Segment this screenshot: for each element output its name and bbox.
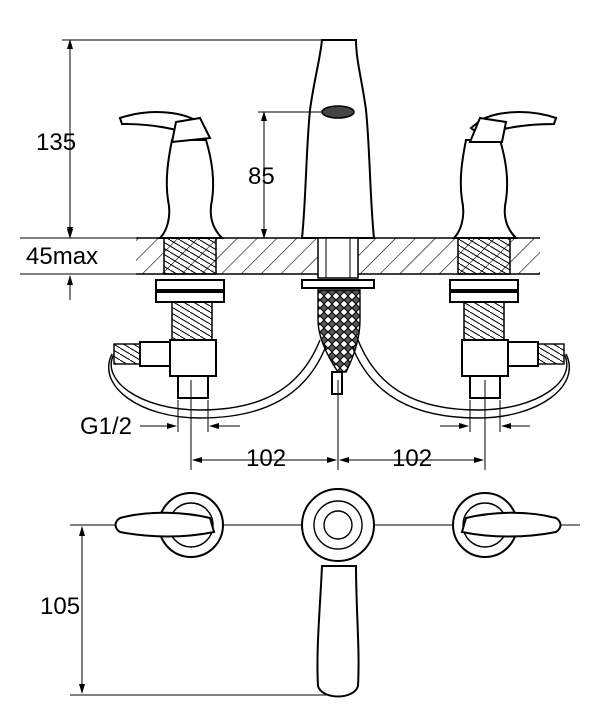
dim-deck-thickness: 45max	[20, 210, 136, 300]
right-valve-body	[449, 111, 565, 399]
spout	[300, 39, 376, 395]
centerlines	[190, 380, 486, 470]
left-valve-body	[113, 111, 225, 399]
plan-view	[70, 488, 580, 698]
dim-spacing: 102 102	[192, 445, 484, 472]
dim-right-spacing-label: 102	[392, 445, 432, 472]
dim-inlet-thread: G1/2	[80, 400, 530, 440]
dim-overall-height: 135	[36, 39, 330, 239]
dim-spout-height: 85	[248, 111, 322, 239]
dim-inlet-thread-label: G1/2	[80, 413, 132, 440]
dim-deck-thickness-label: 45max	[26, 243, 98, 270]
dim-plan-depth-label: 105	[40, 593, 80, 620]
dim-plan-depth: 105	[40, 526, 330, 696]
dim-spout-height-label: 85	[248, 163, 275, 190]
dim-overall-height-label: 135	[36, 129, 76, 156]
connecting-hoses	[108, 339, 570, 419]
dim-left-spacing-label: 102	[246, 445, 286, 472]
